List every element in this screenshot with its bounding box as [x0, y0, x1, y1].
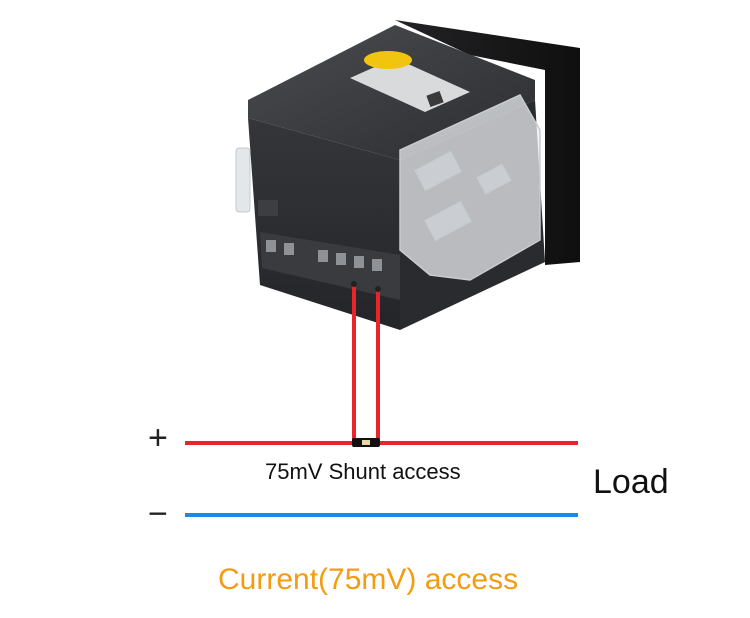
- meter-terminal-label: [258, 200, 278, 216]
- shunt-resistor-band: [362, 440, 370, 445]
- side-clip: [235, 147, 251, 213]
- shunt-access-label: 75mV Shunt access: [265, 459, 461, 484]
- meter-front-bezel: [395, 20, 580, 265]
- load-label: Load: [593, 463, 669, 501]
- terminal-connection-right: [375, 286, 381, 292]
- terminal-screws: [266, 240, 382, 271]
- terminal-block: [260, 232, 400, 300]
- panel-meter-device: [235, 20, 580, 330]
- positive-terminal-symbol: +: [148, 419, 168, 457]
- current-access-label: Current(75mV) access: [218, 563, 519, 596]
- mounting-clip: [399, 94, 541, 281]
- negative-terminal-symbol: −: [148, 495, 168, 533]
- meter-qr-code: [426, 90, 444, 108]
- meter-brand-sticker: [364, 51, 412, 69]
- terminal-connection-left: [351, 281, 357, 287]
